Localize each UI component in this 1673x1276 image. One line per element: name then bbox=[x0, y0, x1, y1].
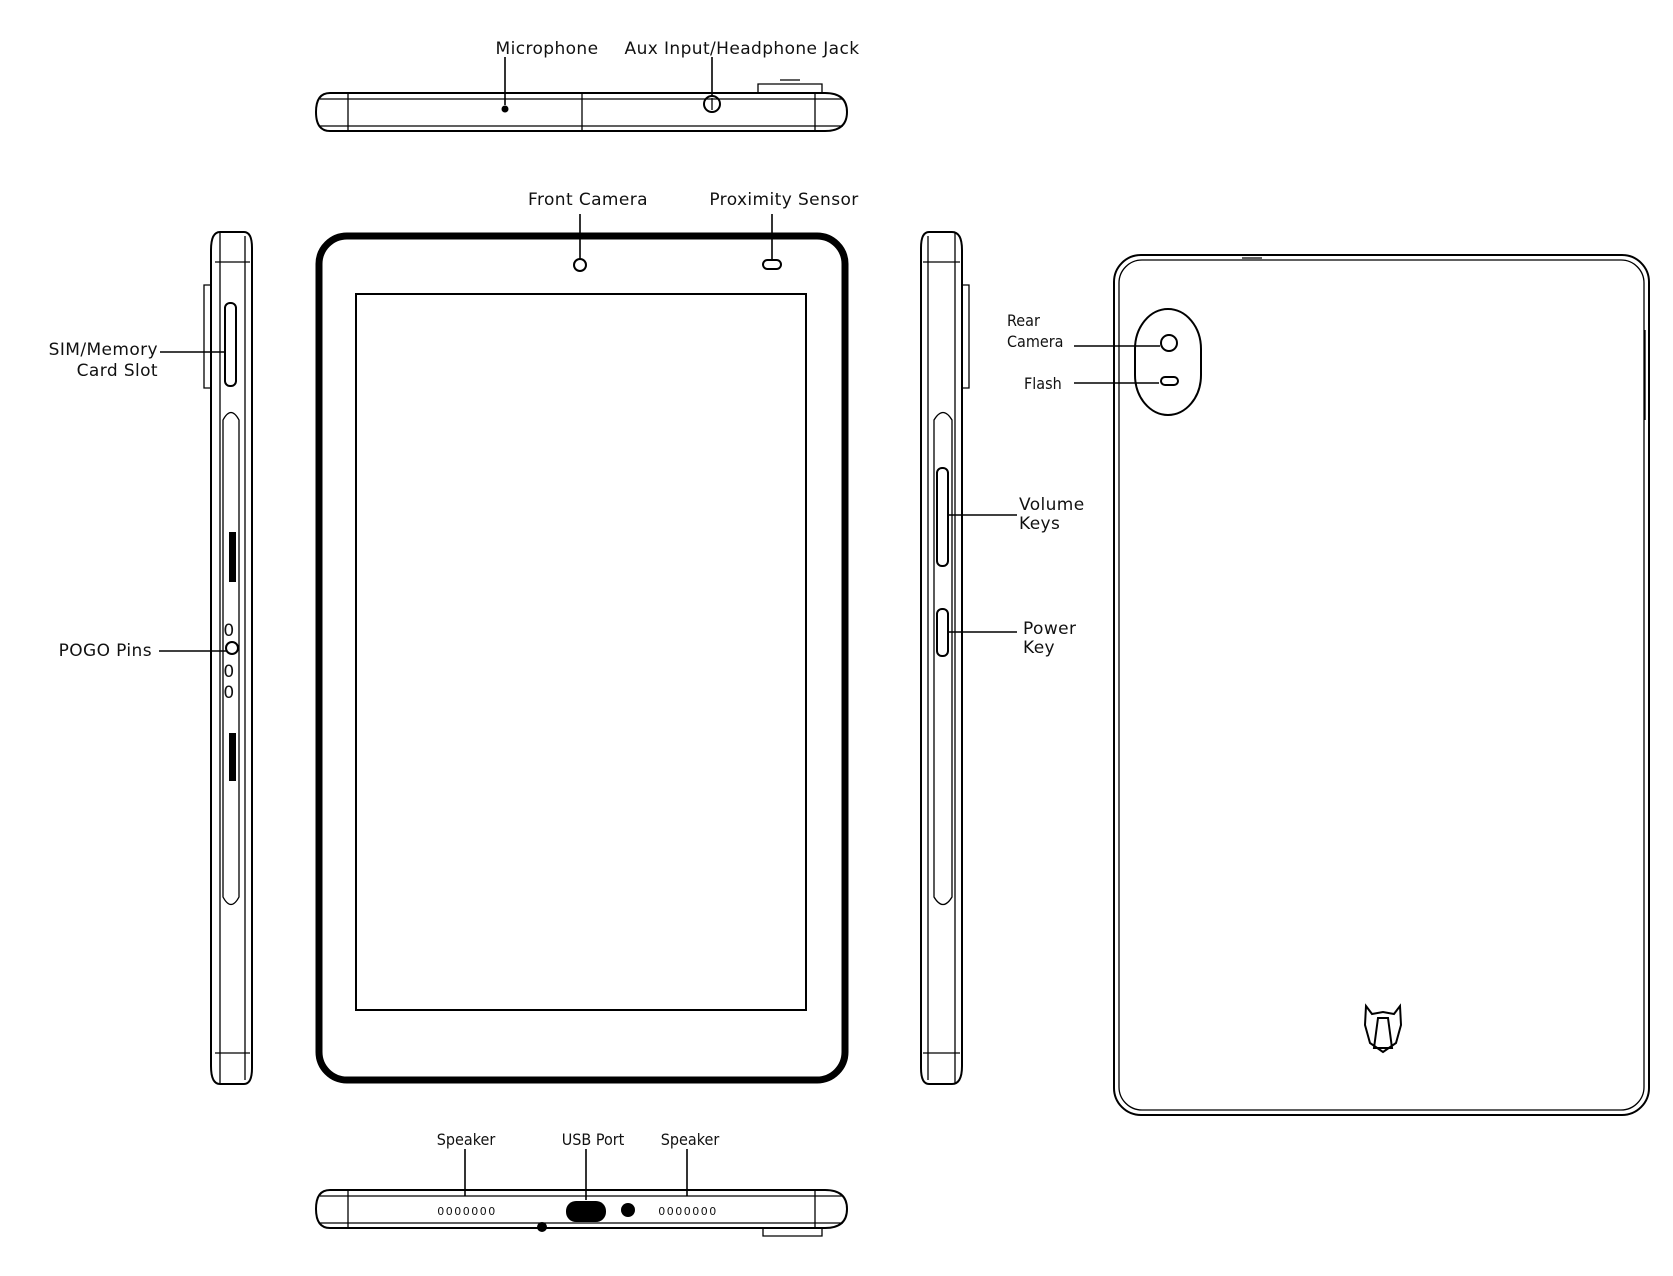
front-view bbox=[315, 214, 849, 1084]
label-sim-slot-line1: SIM/Memory bbox=[49, 340, 158, 360]
pogo-pin-mark: 0 bbox=[223, 621, 234, 641]
bottom-edge-view bbox=[314, 1149, 849, 1237]
rear-camera-module bbox=[1134, 308, 1202, 416]
right-side-view bbox=[920, 231, 1017, 1085]
label-power-key-line1: Power bbox=[1023, 619, 1076, 639]
label-pogo-pins: POGO Pins bbox=[59, 641, 152, 661]
label-speaker-right: Speaker bbox=[661, 1130, 720, 1149]
label-usb-port: USB Port bbox=[562, 1130, 625, 1149]
rear-camera-lens bbox=[1160, 334, 1178, 352]
label-volume-keys-line1: Volume bbox=[1019, 495, 1085, 515]
microphone-hole bbox=[501, 105, 509, 113]
volume-keys-button bbox=[936, 467, 949, 567]
top-edge-view bbox=[314, 57, 849, 132]
proximity-sensor-window bbox=[762, 259, 782, 270]
label-volume-keys-line2: Keys bbox=[1019, 514, 1060, 534]
label-rear-camera-line1: Rear bbox=[1007, 311, 1040, 330]
front-screen bbox=[355, 293, 807, 1011]
label-rear-camera-line2: Camera bbox=[1007, 332, 1064, 351]
power-key-button bbox=[936, 608, 949, 657]
speaker-grille-left: 0000000 bbox=[437, 1205, 497, 1218]
label-front-camera: Front Camera bbox=[528, 190, 648, 210]
rear-flash bbox=[1160, 376, 1179, 386]
bottom-hole-left bbox=[537, 1222, 547, 1232]
label-sim-slot-line2: Card Slot bbox=[77, 361, 158, 381]
pogo-pin-mark: 0 bbox=[223, 662, 234, 682]
label-microphone: Microphone bbox=[496, 39, 599, 59]
pogo-pin-mark: 0 bbox=[223, 683, 234, 703]
left-side-view bbox=[159, 231, 253, 1085]
pogo-pin-ring bbox=[225, 641, 239, 655]
label-aux-jack: Aux Input/Headphone Jack bbox=[625, 39, 860, 59]
back-view bbox=[1074, 254, 1650, 1116]
bottom-hole-right bbox=[621, 1203, 635, 1217]
speaker-grille-right: 0000000 bbox=[658, 1205, 718, 1218]
label-power-key-line2: Key bbox=[1023, 638, 1055, 658]
sim-card-slot bbox=[224, 302, 237, 387]
label-flash: Flash bbox=[1024, 374, 1062, 393]
label-proximity-sensor: Proximity Sensor bbox=[709, 190, 858, 210]
brand-logo-icon bbox=[1363, 1003, 1403, 1054]
front-camera-lens bbox=[573, 258, 587, 272]
label-speaker-left: Speaker bbox=[437, 1130, 496, 1149]
usb-port bbox=[566, 1201, 606, 1222]
